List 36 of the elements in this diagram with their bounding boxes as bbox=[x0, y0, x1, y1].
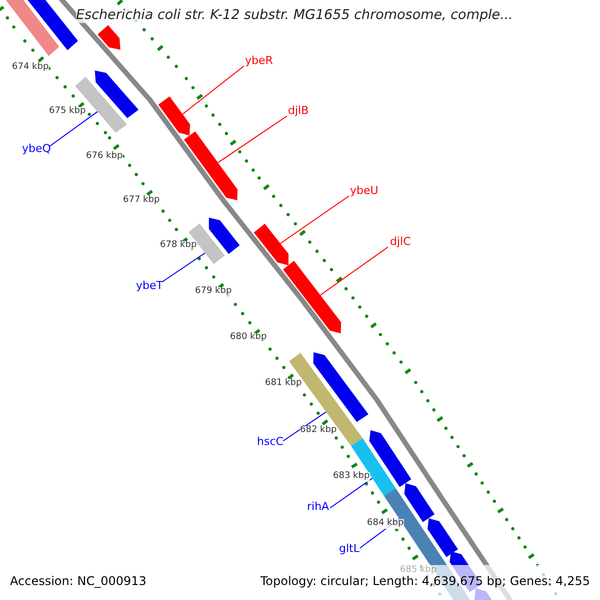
title: Escherichia coli str. K-12 substr. MG1655 chromosome, comple... bbox=[76, 8, 513, 23]
gene-feature bbox=[283, 260, 342, 334]
scale-label: 683 kbp bbox=[333, 472, 370, 482]
leader-line bbox=[162, 252, 206, 282]
leader-line bbox=[280, 196, 350, 244]
leader-line bbox=[218, 116, 288, 164]
scale-label: 680 kbp bbox=[230, 333, 267, 343]
gene-label: ybeR bbox=[245, 55, 273, 68]
gene-label: rihA bbox=[307, 501, 330, 514]
leader-line bbox=[50, 111, 98, 146]
scale-label: 681 kbp bbox=[265, 379, 302, 389]
gene-label: djlC bbox=[390, 236, 411, 248]
gene-label: ybeQ bbox=[22, 143, 51, 156]
scale-label: 675 kbp bbox=[49, 107, 86, 117]
scale-label: 678 kbp bbox=[160, 241, 197, 251]
scale-label: 682 kbp bbox=[300, 426, 337, 436]
scale-label: 685 kbp bbox=[400, 566, 437, 576]
gene-label: djlB bbox=[288, 105, 309, 118]
scale-label: 684 kbp bbox=[367, 519, 404, 529]
leader-line bbox=[330, 478, 373, 508]
accession-text: Accession: NC_000913 bbox=[10, 575, 146, 588]
scale-label: 679 kbp bbox=[195, 287, 232, 297]
gene-label: gltL bbox=[339, 543, 360, 556]
gene-label: ybeT bbox=[136, 280, 163, 292]
leader-line bbox=[320, 246, 388, 296]
gene-feature bbox=[184, 131, 238, 200]
gene-feature bbox=[158, 96, 190, 136]
summary-text: Topology: circular; Length: 4,639,675 bp; Genes: 4,255 bbox=[260, 575, 590, 588]
gene-label: hscC bbox=[257, 436, 284, 448]
scale-label: 674 kbp bbox=[12, 63, 49, 73]
scale-label: 676 kbp bbox=[86, 152, 123, 162]
scale-label: 677 kbp bbox=[123, 196, 160, 206]
leader-line bbox=[182, 66, 244, 115]
gene-label: ybeU bbox=[350, 185, 378, 198]
gene-feature bbox=[254, 224, 288, 266]
gene-feature bbox=[351, 438, 396, 496]
